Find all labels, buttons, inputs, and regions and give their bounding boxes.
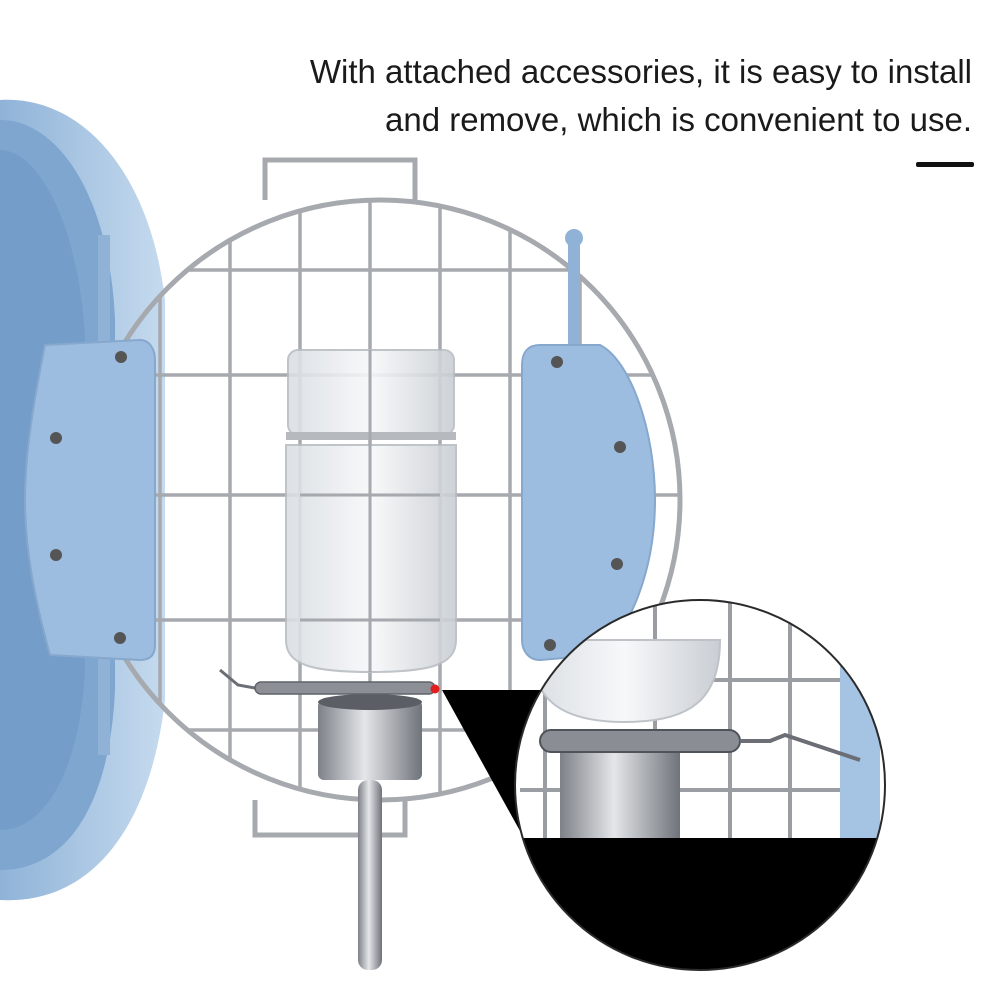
- spring-clip-icon: [219, 668, 440, 695]
- caption-line-2: and remove, which is convenient to use.: [385, 101, 972, 138]
- caption-dash: [916, 162, 974, 167]
- bottle-icon: [285, 349, 457, 970]
- right-latch-panel: [521, 344, 657, 662]
- accent-dot: [430, 684, 440, 694]
- caption: With attached accessories, it is easy to…: [272, 48, 972, 144]
- left-latch-panel: [23, 338, 156, 662]
- caption-line-1: With attached accessories, it is easy to…: [309, 53, 972, 90]
- zoom-inset-icon: [514, 599, 886, 971]
